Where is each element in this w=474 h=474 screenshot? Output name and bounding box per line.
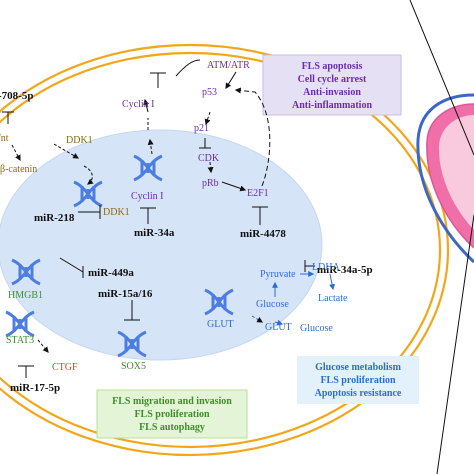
mir-17-label: miR-17-5p [10,382,60,394]
glucose-box [297,356,419,404]
mir-449a-label: miR-449a [88,267,134,279]
cyclin1-nuc-label: Cyclin I [131,191,164,202]
dna-icon [204,288,234,316]
glucose-line-3: Apoptosis resistance [315,388,402,399]
pyruvate-label: Pyruvate [260,269,296,280]
cdk-label: CDK [198,153,220,164]
migration-line-2: FLS proliferation [134,409,210,420]
glucose-out-label: Glucose [300,323,333,334]
glucose-line-2: FLS proliferation [320,375,396,386]
apoptosis-box [262,54,402,116]
glut-mem-label: GLUT [265,322,292,333]
mir-15a-label: miR-15a/16 [98,288,153,300]
migration-box [96,389,248,439]
p53-label: p53 [202,87,217,98]
hmgb1-label: HMGB1 [8,290,43,301]
wnt-label: /nt [0,133,9,144]
cell-membrane-inner [0,51,442,449]
p21-label: p21 [194,123,209,134]
apoptosis-line-4: Anti-inflammation [292,100,372,111]
mir-34a-5p-label: miR-34a-5p [317,264,373,276]
dna-icon [11,258,41,286]
lactate-label: Lactate [318,293,348,304]
ddk1-cyto-label: DDK1 [66,135,93,146]
glucose-in-label: Glucose [256,299,289,310]
prb-label: pRb [202,178,219,189]
glut-nuc-label: GLUT [207,319,234,330]
stat3-label: STAT3 [6,335,34,346]
mir-34a-label: miR-34a [134,227,175,239]
ldha-label: LDHA [312,262,341,273]
apoptosis-line-2: Cell cycle arrest [298,74,367,85]
apoptosis-line-1: FLS apoptosis [302,61,363,72]
dna-icon [5,310,35,338]
migration-line-3: FLS autophagy [139,422,205,433]
bcatenin-label: β-catenin [0,164,37,175]
sox5-label: SOX5 [121,361,146,372]
dna-icon [73,180,103,208]
cell-membrane-outer [0,43,450,457]
cyclin1-cyto-label: Cyclin I [122,99,155,110]
e2f1-label: E2F1 [247,188,269,199]
mir-708-label: -708-5p [0,90,33,102]
migration-line-1: FLS migration and invasion [112,396,232,407]
atm-atr-label: ATM/ATR [207,60,250,71]
mir-4478-label: miR-4478 [240,228,286,240]
dna-icon [117,330,147,358]
ddk1-nuc-label: DDK1 [103,207,130,218]
ctgf-label: CTGF [52,362,78,373]
glucose-line-1: Glucose metabolism [315,362,401,373]
mir-218-label: miR-218 [34,212,75,224]
dna-icon [133,154,163,182]
apoptosis-line-3: Anti-invasion [303,87,361,98]
joint-illustration [409,0,474,474]
